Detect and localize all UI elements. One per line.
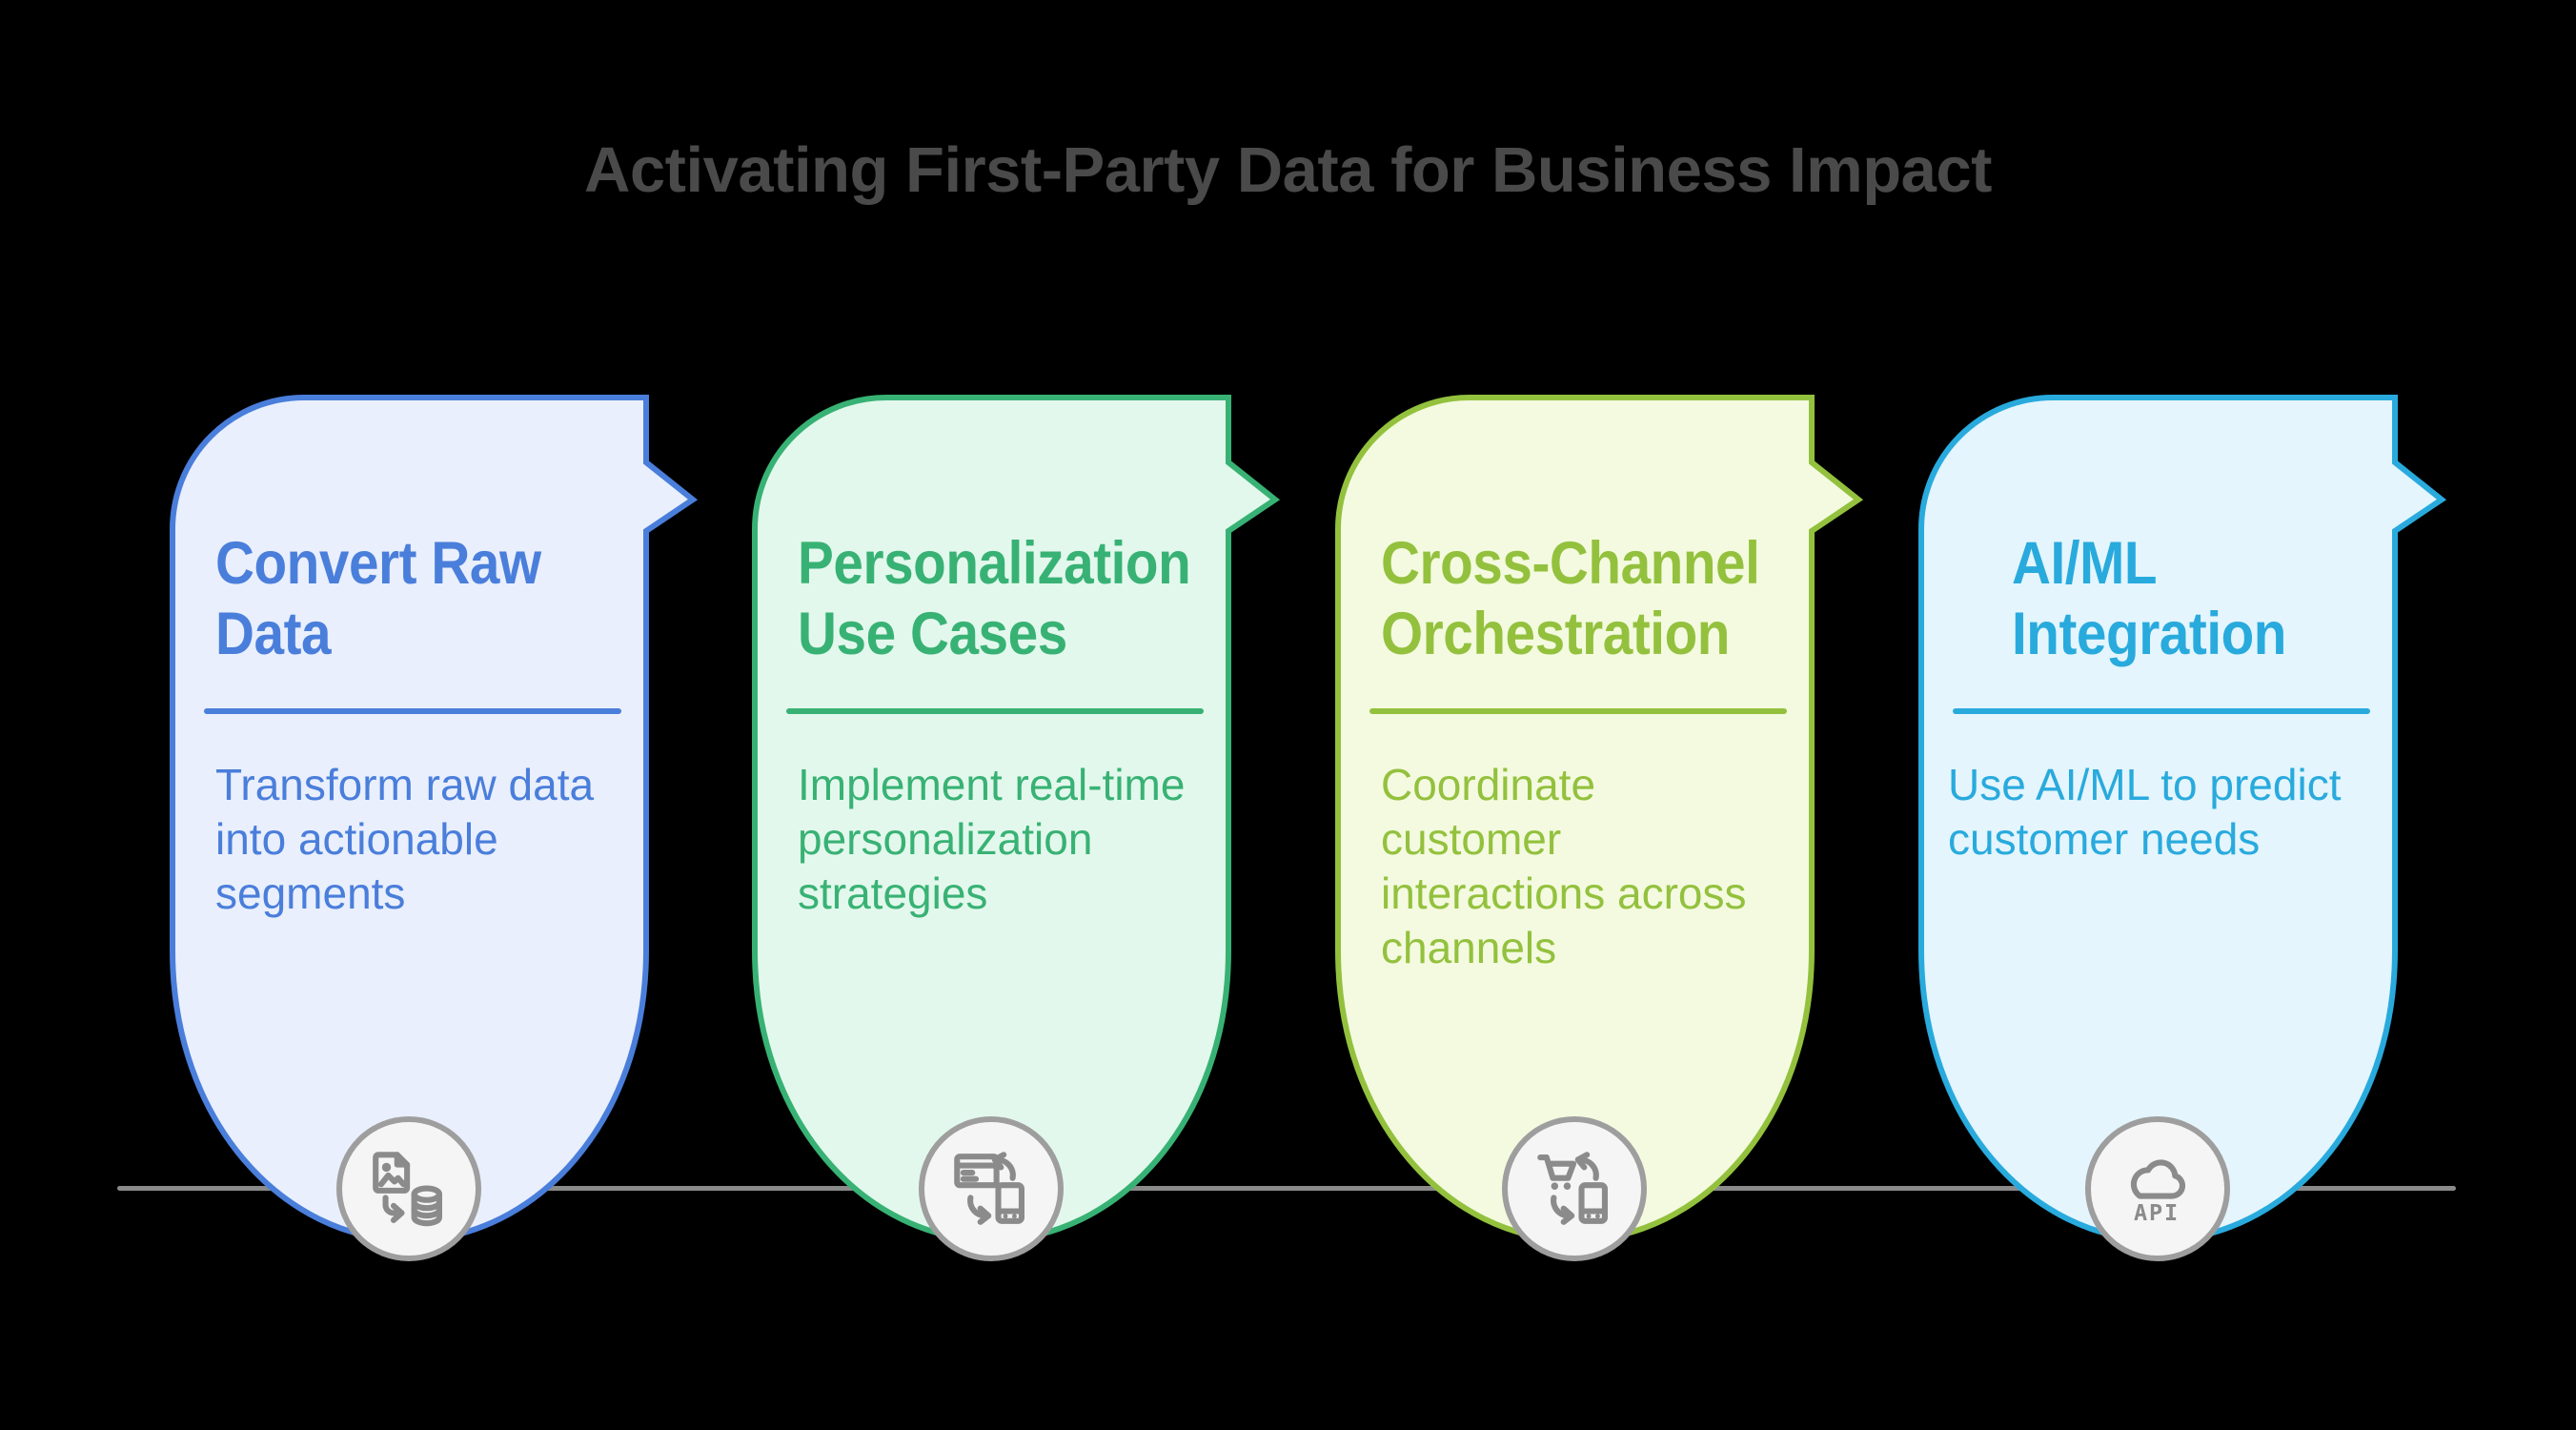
timeline-node-circle: API: [2085, 1116, 2230, 1261]
speech-bubble-shape: [1335, 395, 1864, 1244]
svg-text:API: API: [2134, 1199, 2180, 1226]
card-divider: [204, 708, 621, 714]
image-file-to-database-icon: [373, 1152, 443, 1227]
card-ai-ml-integration: AI/ML Integration Use AI/ML to predict c…: [1918, 395, 2452, 1281]
card-convert-raw-data: Convert Raw Data Transform raw data into…: [170, 395, 703, 1281]
speech-bubble-shape: [1918, 395, 2447, 1244]
card-description: Coordinate customer interactions across …: [1381, 760, 1747, 972]
timeline-line: [117, 1186, 2456, 1191]
card-title: Convert Raw Data: [215, 530, 541, 667]
speech-bubble-shape: [170, 395, 699, 1244]
card-title: AI/ML Integration: [2012, 530, 2286, 667]
browser-phone-sync-icon: [954, 1152, 1025, 1225]
timeline-node-circle: [336, 1116, 481, 1261]
timeline-node-circle: [1502, 1116, 1647, 1261]
card-title: Cross-Channel Orchestration: [1381, 530, 1760, 667]
timeline-node-circle: [919, 1116, 1064, 1261]
card-divider: [1953, 708, 2370, 714]
cloud-api-icon: API: [2130, 1159, 2186, 1226]
card-title: Personalization Use Cases: [798, 530, 1191, 667]
speech-bubble-shape: [752, 395, 1281, 1244]
card-cross-channel-orchestration: Cross-Channel Orchestration Coordinate c…: [1335, 395, 1869, 1281]
cart-phone-sync-icon: [1537, 1152, 1609, 1225]
card-description: Implement real-time personalization stra…: [798, 760, 1186, 918]
card-divider: [786, 708, 1204, 714]
card-description: Transform raw data into actionable segme…: [215, 760, 595, 918]
card-divider: [1369, 708, 1787, 714]
card-personalization-use-cases: Personalization Use Cases Implement real…: [752, 395, 1286, 1281]
card-description: Use AI/ML to predict customer needs: [1948, 760, 2342, 864]
page-title: Activating First-Party Data for Business…: [584, 134, 1992, 206]
